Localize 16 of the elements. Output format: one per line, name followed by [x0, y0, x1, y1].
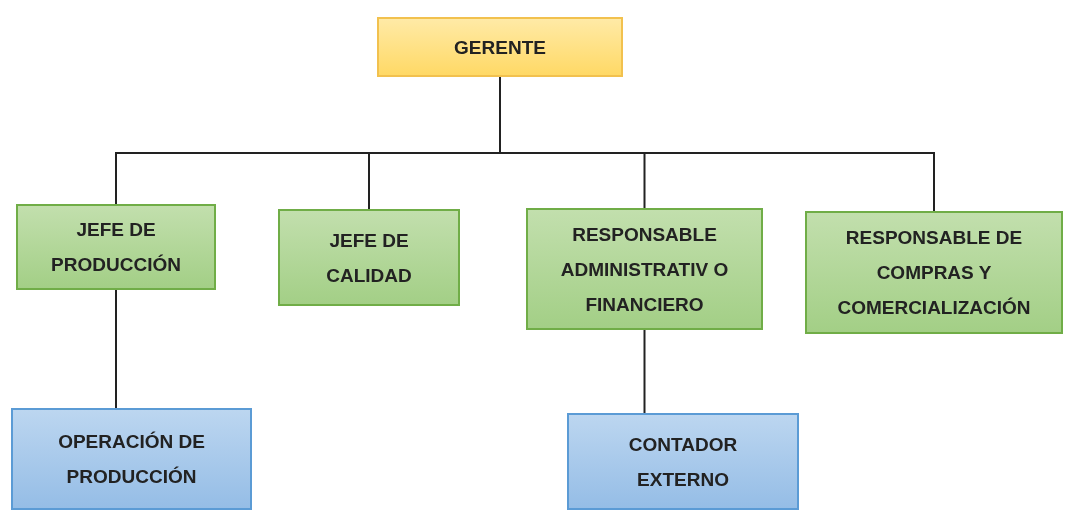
role-title: JEFE DE PRODUCCIÓN — [50, 218, 182, 277]
org-box — [567, 413, 799, 510]
role-title: GERENTE — [454, 35, 546, 60]
org-box — [278, 209, 460, 306]
org-box — [11, 408, 252, 510]
connector-line — [115, 289, 117, 409]
connector-line — [643, 329, 646, 414]
org-box — [377, 17, 623, 77]
role-title: OPERACIÓN DE PRODUCCIÓN — [57, 430, 206, 489]
org-box — [805, 211, 1063, 334]
role-title: CONTADOR EXTERNO — [627, 432, 739, 492]
org-box — [16, 204, 216, 290]
role-title: JEFE DE CALIDAD — [325, 228, 413, 288]
role-title: RESPONSABLE DE COMPRAS Y COMERCIALIZACIÓN — [836, 226, 1032, 320]
role-title: RESPONSABLE ADMINISTRATIV O FINANCIERO — [559, 222, 730, 317]
org-box — [526, 208, 763, 330]
